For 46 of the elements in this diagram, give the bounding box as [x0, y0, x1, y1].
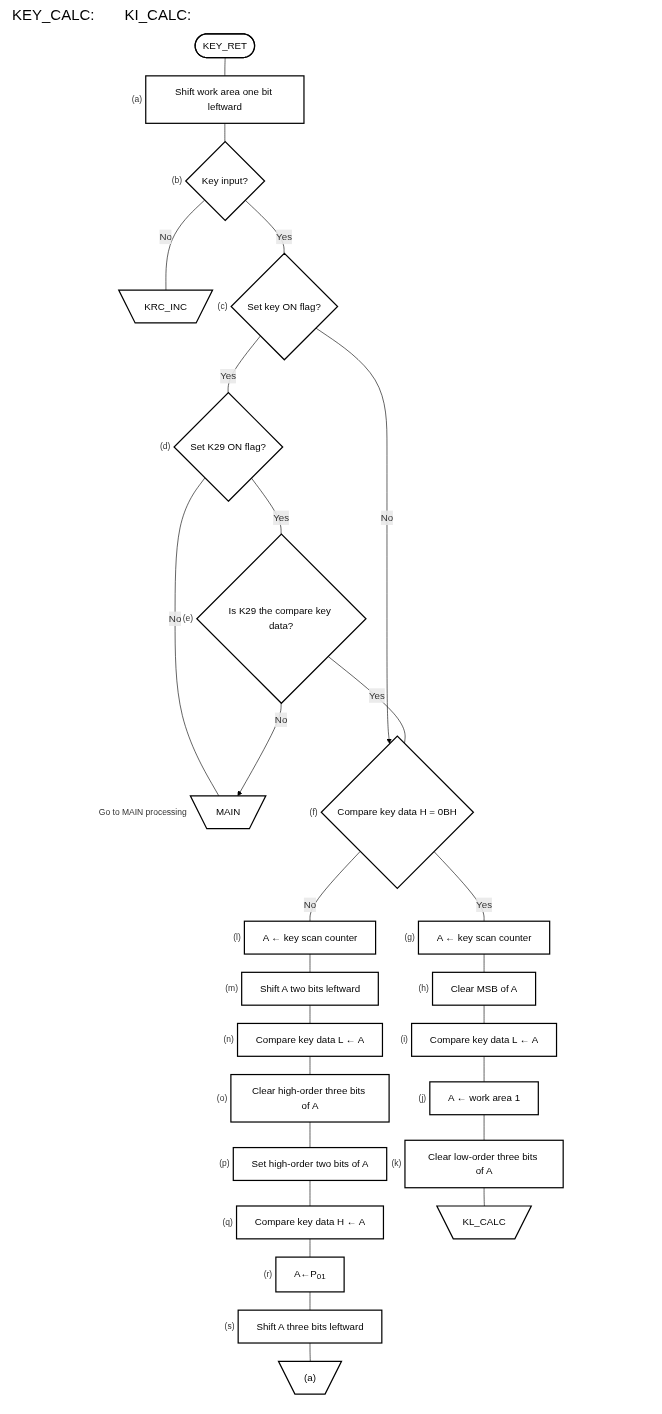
process-box: Clear high-order three bits of A — [230, 1073, 390, 1123]
step-letter: (q) — [222, 1216, 233, 1227]
decision-diamond: Key input? — [184, 140, 266, 222]
process-box: Clear MSB of A — [431, 971, 537, 1006]
process-box: Shift A three bits leftward — [237, 1309, 383, 1344]
decision-diamond: Is K29 the compare key data? — [195, 533, 367, 705]
process-box: A ← work area 1 — [429, 1081, 539, 1116]
offpage-connector: KRC_INC — [117, 289, 214, 324]
step-letter: (b) — [171, 175, 183, 186]
step-letter: (k) — [391, 1158, 402, 1169]
process-box: Shift work area one bit leftward — [145, 75, 305, 124]
decision-diamond: Set key ON flag? — [230, 252, 339, 361]
flow-label: KEY_CALC: — [12, 6, 95, 23]
process-box: Set high-order two bits of A — [232, 1146, 388, 1182]
step-letter: (e) — [182, 613, 194, 624]
step-letter: (j) — [418, 1092, 427, 1103]
step-letter: (n) — [223, 1034, 234, 1045]
process-box: Compare key data L ← A — [411, 1022, 558, 1057]
offpage-connector: KL_CALC — [435, 1205, 533, 1240]
process-box: Clear low-order three bits of A — [404, 1139, 564, 1189]
step-letter: (i) — [400, 1034, 408, 1045]
step-letter: (f) — [309, 806, 318, 817]
process-box: Shift A two bits leftward — [241, 971, 379, 1006]
step-letter: (h) — [418, 983, 429, 994]
process-box: Compare key data H ← A — [235, 1205, 385, 1240]
offpage-connector: (a) — [277, 1360, 343, 1395]
process-box: Compare key data L ← A — [236, 1022, 384, 1057]
step-letter: (l) — [233, 932, 241, 943]
step-letter: (d) — [160, 441, 171, 452]
step-letter: (r) — [263, 1268, 273, 1279]
decision-diamond: Set K29 ON flag? — [173, 391, 284, 503]
step-letter: (g) — [404, 932, 415, 943]
step-letter: (m) — [225, 983, 239, 994]
decision-diamond: Compare key data H = 0BH — [320, 735, 475, 890]
process-box: A ← key scan counter — [243, 920, 377, 955]
step-letter: (p) — [219, 1158, 230, 1169]
step-letter: (s) — [224, 1321, 235, 1331]
flow-label: KI_CALC: — [124, 6, 192, 23]
process-box: A←P$_{01}$ — [275, 1256, 345, 1293]
process-box: A ← key scan counter — [417, 920, 551, 955]
step-letter: (a) — [131, 94, 143, 104]
step-letter: (c) — [217, 300, 228, 311]
offpage-connector: MAIN — [189, 795, 267, 830]
step-letter: (o) — [216, 1092, 228, 1103]
terminal-box: KEY_RET — [194, 33, 256, 59]
note-text: Go to MAIN processing — [98, 806, 187, 817]
